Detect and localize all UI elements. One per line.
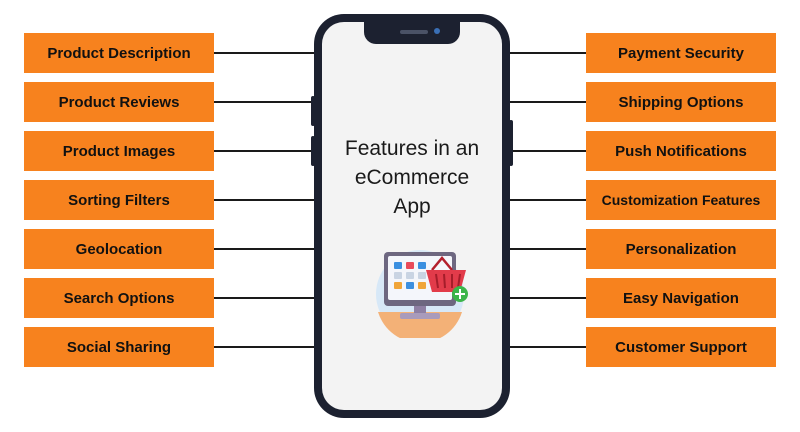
phone-side-button <box>311 136 315 166</box>
feature-label: Social Sharing <box>66 338 172 356</box>
feature-box-social-sharing: Social Sharing <box>24 327 214 367</box>
connector-line <box>214 346 318 348</box>
connector-line <box>502 52 586 54</box>
feature-label: Easy Navigation <box>623 289 739 307</box>
feature-box-product-description: Product Description <box>24 33 214 73</box>
feature-box-product-images: Product Images <box>24 131 214 171</box>
feature-box-customization-features: Customization Features <box>586 180 776 220</box>
feature-box-geolocation: Geolocation <box>24 229 214 269</box>
feature-label: Geolocation <box>75 240 163 258</box>
feature-label: Product Description <box>47 44 191 62</box>
feature-box-shipping-options: Shipping Options <box>586 82 776 122</box>
speaker-icon <box>400 30 428 34</box>
feature-box-personalization: Personalization <box>586 229 776 269</box>
phone-side-button <box>509 120 513 166</box>
camera-icon <box>434 28 440 34</box>
connector-line <box>214 297 318 299</box>
feature-box-payment-security: Payment Security <box>586 33 776 73</box>
connector-line <box>502 248 586 250</box>
feature-label: Push Notifications <box>615 142 747 160</box>
phone-screen: Features in an eCommerce App <box>322 22 502 410</box>
center-title-line: eCommerce <box>354 166 470 189</box>
connector-line <box>502 346 586 348</box>
feature-label: Search Options <box>63 289 175 307</box>
phone-frame: Features in an eCommerce App <box>314 14 510 418</box>
plus-badge-icon <box>452 286 468 302</box>
connector-line <box>214 150 318 152</box>
feature-box-product-reviews: Product Reviews <box>24 82 214 122</box>
center-title-line: Features in an <box>344 137 480 160</box>
connector-line <box>214 52 318 54</box>
feature-label: Product Reviews <box>58 93 180 111</box>
shopping-basket-icon <box>426 256 466 292</box>
center-title: Features in an eCommerce App <box>322 134 502 221</box>
feature-label: Personalization <box>625 240 737 258</box>
feature-label: Payment Security <box>618 44 744 62</box>
connector-line <box>502 101 586 103</box>
feature-label: Shipping Options <box>618 93 744 111</box>
feature-label: Sorting Filters <box>68 191 170 209</box>
feature-box-customer-support: Customer Support <box>586 327 776 367</box>
feature-label: Customer Support <box>615 338 747 356</box>
connector-line <box>502 150 586 152</box>
phone-side-button <box>311 96 315 126</box>
feature-label: Product Images <box>62 142 176 160</box>
feature-box-sorting-filters: Sorting Filters <box>24 180 214 220</box>
connector-line <box>214 248 318 250</box>
center-title-line: App <box>393 195 431 218</box>
feature-box-search-options: Search Options <box>24 278 214 318</box>
connector-line <box>502 297 586 299</box>
feature-box-easy-navigation: Easy Navigation <box>586 278 776 318</box>
feature-label: Customization Features <box>601 192 761 208</box>
phone-notch <box>364 22 460 44</box>
shopping-monitor-icon <box>376 250 468 338</box>
connector-line <box>502 199 586 201</box>
connector-line <box>214 101 318 103</box>
connector-line <box>214 199 318 201</box>
feature-box-push-notifications: Push Notifications <box>586 131 776 171</box>
